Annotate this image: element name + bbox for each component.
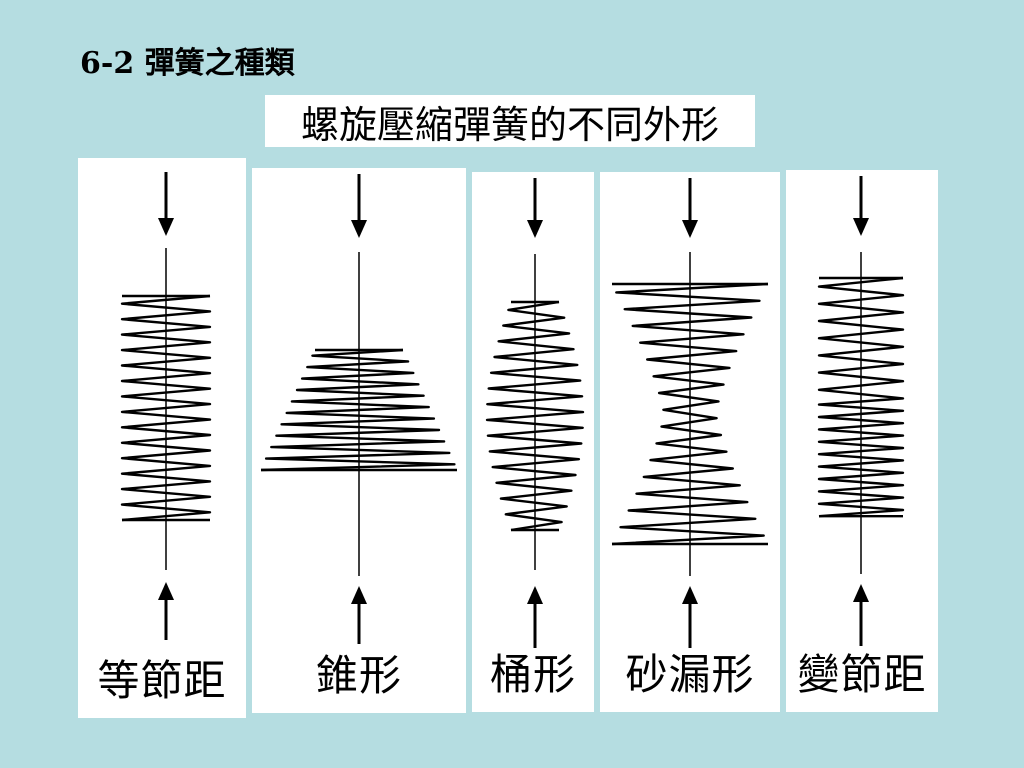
figure-caption: 螺旋壓縮彈簧的不同外形	[265, 95, 755, 147]
spring-panel-variable-pitch: 變節距	[786, 170, 938, 712]
hourglass-spring-drawing	[611, 178, 769, 648]
force-arrow-bottom-head	[682, 586, 698, 604]
force-arrow-bottom-head	[853, 584, 869, 602]
spring-label-barrel: 桶形	[489, 650, 576, 699]
force-arrow-top-head	[527, 220, 543, 238]
spring-coil	[120, 294, 212, 522]
spring-label-uniform-pitch: 等節距	[97, 656, 227, 705]
spring-panel-barrel: 桶形	[472, 172, 594, 712]
force-arrow-bottom-head	[351, 586, 367, 604]
force-arrow-top-head	[351, 220, 367, 238]
slide-title: 6-2 彈簧之種類	[80, 46, 295, 81]
force-arrow-top-head	[158, 218, 174, 236]
spring-label-variable-pitch: 變節距	[797, 650, 927, 699]
spring-coil	[611, 282, 769, 546]
spring-panel-uniform-pitch: 等節距	[78, 158, 246, 718]
spring-label-conical: 錐形	[315, 651, 402, 700]
spring-label-hourglass: 砂漏形	[625, 650, 755, 699]
uniform-pitch-spring-drawing	[120, 172, 212, 640]
force-arrow-bottom-head	[158, 582, 174, 600]
force-arrow-top-head	[682, 220, 698, 238]
force-arrow-top-head	[853, 218, 869, 236]
force-arrow-bottom-head	[527, 586, 543, 604]
spring-coil	[485, 300, 585, 532]
barrel-spring-drawing	[485, 178, 585, 648]
spring-panel-conical: 錐形	[252, 168, 466, 713]
spring-coil	[817, 276, 905, 518]
spring-panel-hourglass: 砂漏形	[600, 172, 780, 712]
conical-spring-drawing	[260, 174, 457, 644]
variable-pitch-spring-drawing	[817, 176, 905, 646]
spring-coil	[260, 348, 456, 472]
